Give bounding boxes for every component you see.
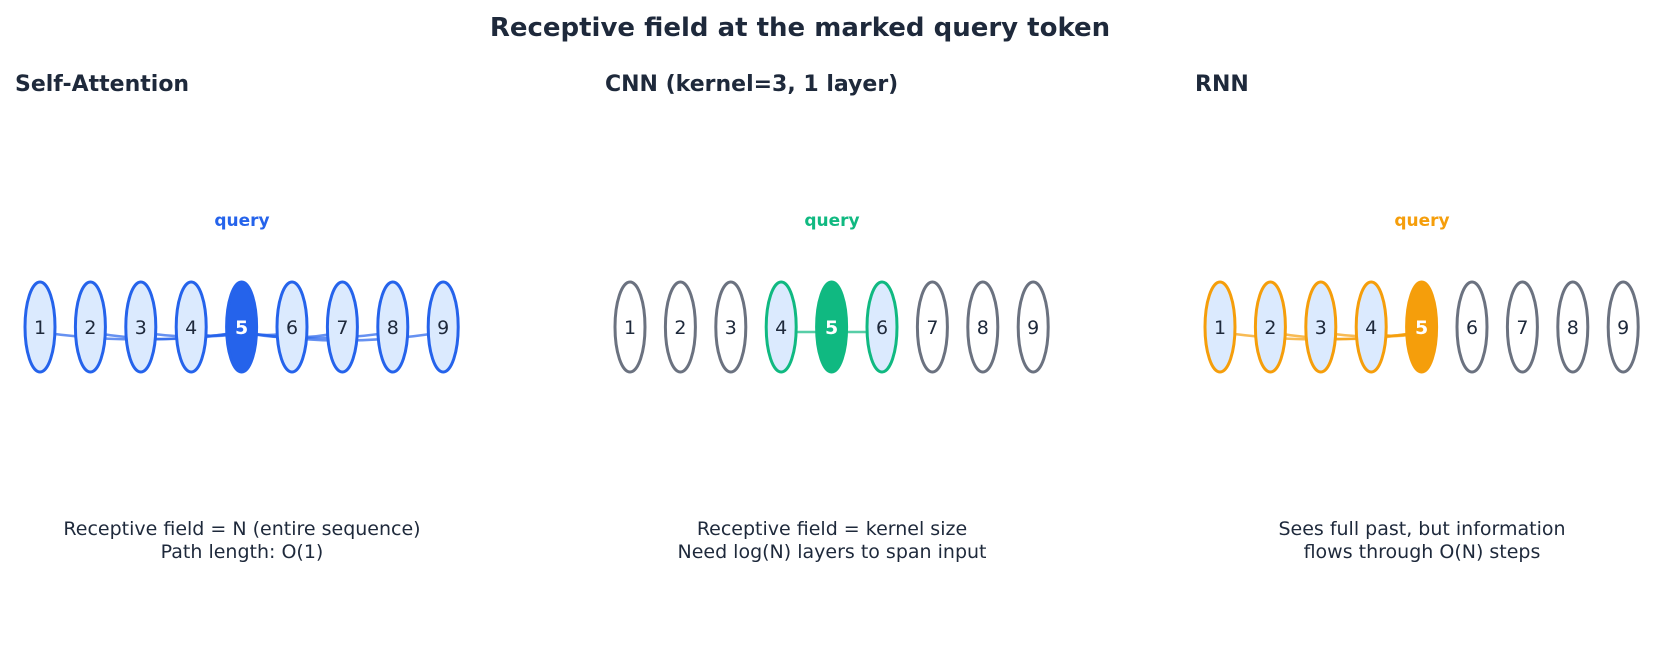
token-label: 5 bbox=[825, 317, 838, 339]
token-node: 1 bbox=[1203, 280, 1237, 374]
token-node: 8 bbox=[1556, 280, 1590, 374]
panel-title: RNN bbox=[1195, 72, 1249, 97]
token-ellipse bbox=[225, 280, 259, 374]
token-label: 3 bbox=[135, 317, 147, 339]
token-node: 9 bbox=[1606, 280, 1640, 374]
token-ellipse bbox=[1304, 280, 1338, 374]
token-node: 7 bbox=[325, 280, 359, 374]
token-node: 3 bbox=[714, 280, 748, 374]
token-label: 9 bbox=[1027, 317, 1039, 339]
caption-line: Sees full past, but information bbox=[1278, 518, 1565, 540]
figure-title: Receptive field at the marked query toke… bbox=[490, 13, 1110, 43]
token-ellipse bbox=[966, 280, 1000, 374]
token-node: 6 bbox=[275, 280, 309, 374]
token-label: 8 bbox=[977, 317, 989, 339]
token-node: 7 bbox=[915, 280, 949, 374]
token-node: 8 bbox=[966, 280, 1000, 374]
token-label: 1 bbox=[624, 317, 636, 339]
token-ellipse bbox=[1354, 280, 1388, 374]
panel-title: Self-Attention bbox=[15, 72, 189, 97]
query-token: 5 bbox=[225, 280, 259, 374]
query-label: query bbox=[1394, 211, 1449, 231]
token-ellipse bbox=[865, 280, 899, 374]
token-label: 8 bbox=[387, 317, 399, 339]
token-node: 9 bbox=[426, 280, 460, 374]
token-node: 4 bbox=[1354, 280, 1388, 374]
token-node: 4 bbox=[174, 280, 208, 374]
token-label: 3 bbox=[725, 317, 737, 339]
token-label: 7 bbox=[1516, 317, 1528, 339]
panel-cnn: CNN (kernel=3, 1 layer) query 1 2 3 4 5 6 7 8 9Rec… bbox=[605, 72, 1050, 563]
token-label: 2 bbox=[84, 317, 96, 339]
caption-line: Receptive field = kernel size bbox=[697, 518, 967, 540]
token-ellipse bbox=[1253, 280, 1287, 374]
token-label: 1 bbox=[1214, 317, 1226, 339]
token-label: 4 bbox=[185, 317, 197, 339]
token-label: 6 bbox=[286, 317, 298, 339]
token-ellipse bbox=[1505, 280, 1539, 374]
token-label: 9 bbox=[437, 317, 449, 339]
token-node: 6 bbox=[1455, 280, 1489, 374]
token-node: 2 bbox=[1253, 280, 1287, 374]
token-ellipse bbox=[275, 280, 309, 374]
token-label: 1 bbox=[34, 317, 46, 339]
query-token: 5 bbox=[815, 280, 849, 374]
panel-title: CNN (kernel=3, 1 layer) bbox=[605, 72, 898, 97]
token-label: 5 bbox=[235, 317, 248, 339]
token-node: 6 bbox=[865, 280, 899, 374]
token-label: 6 bbox=[1466, 317, 1478, 339]
token-ellipse bbox=[73, 280, 107, 374]
token-ellipse bbox=[663, 280, 697, 374]
token-node: 3 bbox=[124, 280, 158, 374]
token-ellipse bbox=[1016, 280, 1050, 374]
token-node: 4 bbox=[764, 280, 798, 374]
token-node: 3 bbox=[1304, 280, 1338, 374]
token-ellipse bbox=[174, 280, 208, 374]
token-ellipse bbox=[764, 280, 798, 374]
token-ellipse bbox=[1455, 280, 1489, 374]
token-ellipse bbox=[376, 280, 410, 374]
token-node: 2 bbox=[73, 280, 107, 374]
token-node: 1 bbox=[23, 280, 57, 374]
token-label: 5 bbox=[1415, 317, 1428, 339]
token-label: 3 bbox=[1315, 317, 1327, 339]
token-node: 9 bbox=[1016, 280, 1050, 374]
token-ellipse bbox=[1405, 280, 1439, 374]
token-node: 1 bbox=[613, 280, 647, 374]
token-ellipse bbox=[613, 280, 647, 374]
caption-line: Need log(N) layers to span input bbox=[677, 541, 986, 563]
token-ellipse bbox=[124, 280, 158, 374]
caption-line: flows through O(N) steps bbox=[1304, 541, 1541, 563]
token-ellipse bbox=[426, 280, 460, 374]
token-label: 2 bbox=[1264, 317, 1276, 339]
token-ellipse bbox=[1203, 280, 1237, 374]
token-label: 7 bbox=[926, 317, 938, 339]
token-ellipse bbox=[815, 280, 849, 374]
caption-line: Receptive field = N (entire sequence) bbox=[63, 518, 420, 540]
query-label: query bbox=[804, 211, 859, 231]
query-token: 5 bbox=[1405, 280, 1439, 374]
token-node: 8 bbox=[376, 280, 410, 374]
token-ellipse bbox=[325, 280, 359, 374]
query-label: query bbox=[214, 211, 269, 231]
token-label: 4 bbox=[1365, 317, 1377, 339]
token-node: 7 bbox=[1505, 280, 1539, 374]
token-ellipse bbox=[1606, 280, 1640, 374]
token-ellipse bbox=[714, 280, 748, 374]
token-ellipse bbox=[1556, 280, 1590, 374]
token-label: 8 bbox=[1567, 317, 1579, 339]
token-label: 7 bbox=[336, 317, 348, 339]
token-ellipse bbox=[915, 280, 949, 374]
token-label: 2 bbox=[674, 317, 686, 339]
token-ellipse bbox=[23, 280, 57, 374]
caption-line: Path length: O(1) bbox=[161, 541, 324, 563]
token-label: 6 bbox=[876, 317, 888, 339]
token-label: 4 bbox=[775, 317, 787, 339]
token-node: 2 bbox=[663, 280, 697, 374]
token-label: 9 bbox=[1617, 317, 1629, 339]
